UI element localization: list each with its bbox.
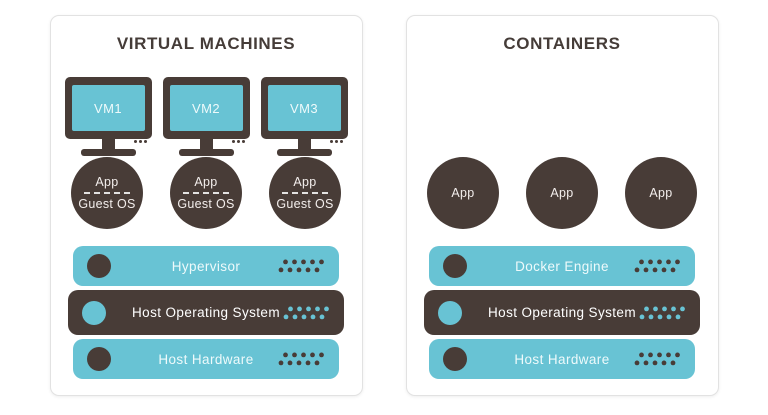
dashed-divider bbox=[183, 192, 229, 194]
layer-knob-icon bbox=[87, 347, 111, 371]
monitor-screen: VM1 bbox=[71, 85, 145, 131]
app-label: App bbox=[451, 186, 475, 200]
vm3-monitor: VM3 bbox=[260, 77, 348, 156]
docker-engine-bar: Docker Engine bbox=[429, 246, 695, 286]
layer-label: Hypervisor bbox=[171, 258, 241, 274]
monitor-stand bbox=[199, 139, 213, 149]
guest-os-circles-row: App Guest OS App Guest OS App Guest OS bbox=[51, 157, 362, 229]
dashed-divider bbox=[282, 192, 328, 194]
layer-label: Host Hardware bbox=[514, 351, 610, 367]
vm2-monitor: VM2 bbox=[162, 77, 250, 156]
vm-label: VM1 bbox=[94, 100, 122, 116]
vent-dots-icon bbox=[628, 352, 682, 367]
layer-knob-icon bbox=[443, 347, 467, 371]
app-circles-row: App App App bbox=[407, 157, 718, 229]
monitor-frame: VM1 bbox=[64, 77, 152, 139]
monitor-screen: VM3 bbox=[267, 85, 341, 131]
monitor-screen: VM2 bbox=[169, 85, 243, 131]
comparison-diagram: VIRTUAL MACHINES VM1 VM2 bbox=[49, 15, 719, 396]
guest-os-label: Guest OS bbox=[78, 197, 136, 211]
layer-label: Host Hardware bbox=[158, 351, 254, 367]
app-label: App bbox=[95, 175, 119, 189]
layer-knob-icon bbox=[82, 300, 106, 325]
monitor-frame: VM3 bbox=[260, 77, 348, 139]
monitor-base bbox=[178, 149, 234, 156]
app-circle: App bbox=[625, 157, 697, 229]
vm-layer-stack: Hypervisor Host Operating System Host Ha… bbox=[51, 246, 362, 379]
container-layer-stack: Docker Engine Host Operating System Host… bbox=[407, 246, 718, 379]
panel-title: CONTAINERS bbox=[503, 34, 621, 53]
layer-knob-icon bbox=[438, 300, 462, 325]
panel-title: VIRTUAL MACHINES bbox=[116, 34, 296, 53]
vent-dots-icon bbox=[272, 259, 326, 274]
vent-dots-icon bbox=[277, 305, 331, 320]
app-label: App bbox=[649, 186, 673, 200]
app-label: App bbox=[194, 175, 218, 189]
vent-dots-icon bbox=[633, 305, 687, 320]
host-os-bar: Host Operating System bbox=[68, 290, 344, 335]
host-hardware-bar: Host Hardware bbox=[429, 339, 695, 379]
vm-label: VM3 bbox=[290, 100, 318, 116]
layer-label: Docker Engine bbox=[515, 258, 609, 274]
vm-label: VM2 bbox=[192, 100, 220, 116]
containers-panel: CONTAINERS App App App Docker Engine Hos… bbox=[405, 15, 719, 396]
monitor-frame: VM2 bbox=[162, 77, 250, 139]
monitor-stand bbox=[297, 139, 311, 149]
app-circle: App bbox=[427, 157, 499, 229]
host-os-bar: Host Operating System bbox=[424, 290, 700, 335]
host-hardware-bar: Host Hardware bbox=[73, 339, 339, 379]
monitor-base bbox=[80, 149, 136, 156]
monitor-buttons-icon bbox=[231, 140, 245, 143]
app-label: App bbox=[293, 175, 317, 189]
layer-label: Host Operating System bbox=[132, 305, 280, 320]
layer-knob-icon bbox=[87, 254, 111, 278]
layer-label: Host Operating System bbox=[488, 305, 636, 320]
vm1-monitor: VM1 bbox=[64, 77, 152, 156]
virtual-machines-panel: VIRTUAL MACHINES VM1 VM2 bbox=[49, 15, 363, 396]
hypervisor-bar: Hypervisor bbox=[73, 246, 339, 286]
layer-knob-icon bbox=[443, 254, 467, 278]
vent-dots-icon bbox=[628, 259, 682, 274]
monitor-stand bbox=[101, 139, 115, 149]
dashed-divider bbox=[84, 192, 130, 194]
guest-os-circle: App Guest OS bbox=[71, 157, 143, 229]
monitor-base bbox=[276, 149, 332, 156]
monitor-buttons-icon bbox=[329, 140, 343, 143]
app-label: App bbox=[550, 186, 574, 200]
guest-os-circle: App Guest OS bbox=[170, 157, 242, 229]
guest-os-label: Guest OS bbox=[177, 197, 235, 211]
guest-os-circle: App Guest OS bbox=[269, 157, 341, 229]
monitor-buttons-icon bbox=[133, 140, 147, 143]
vent-dots-icon bbox=[272, 352, 326, 367]
guest-os-label: Guest OS bbox=[276, 197, 334, 211]
vm-monitors-row: VM1 VM2 VM3 bbox=[51, 77, 362, 156]
app-circle: App bbox=[526, 157, 598, 229]
